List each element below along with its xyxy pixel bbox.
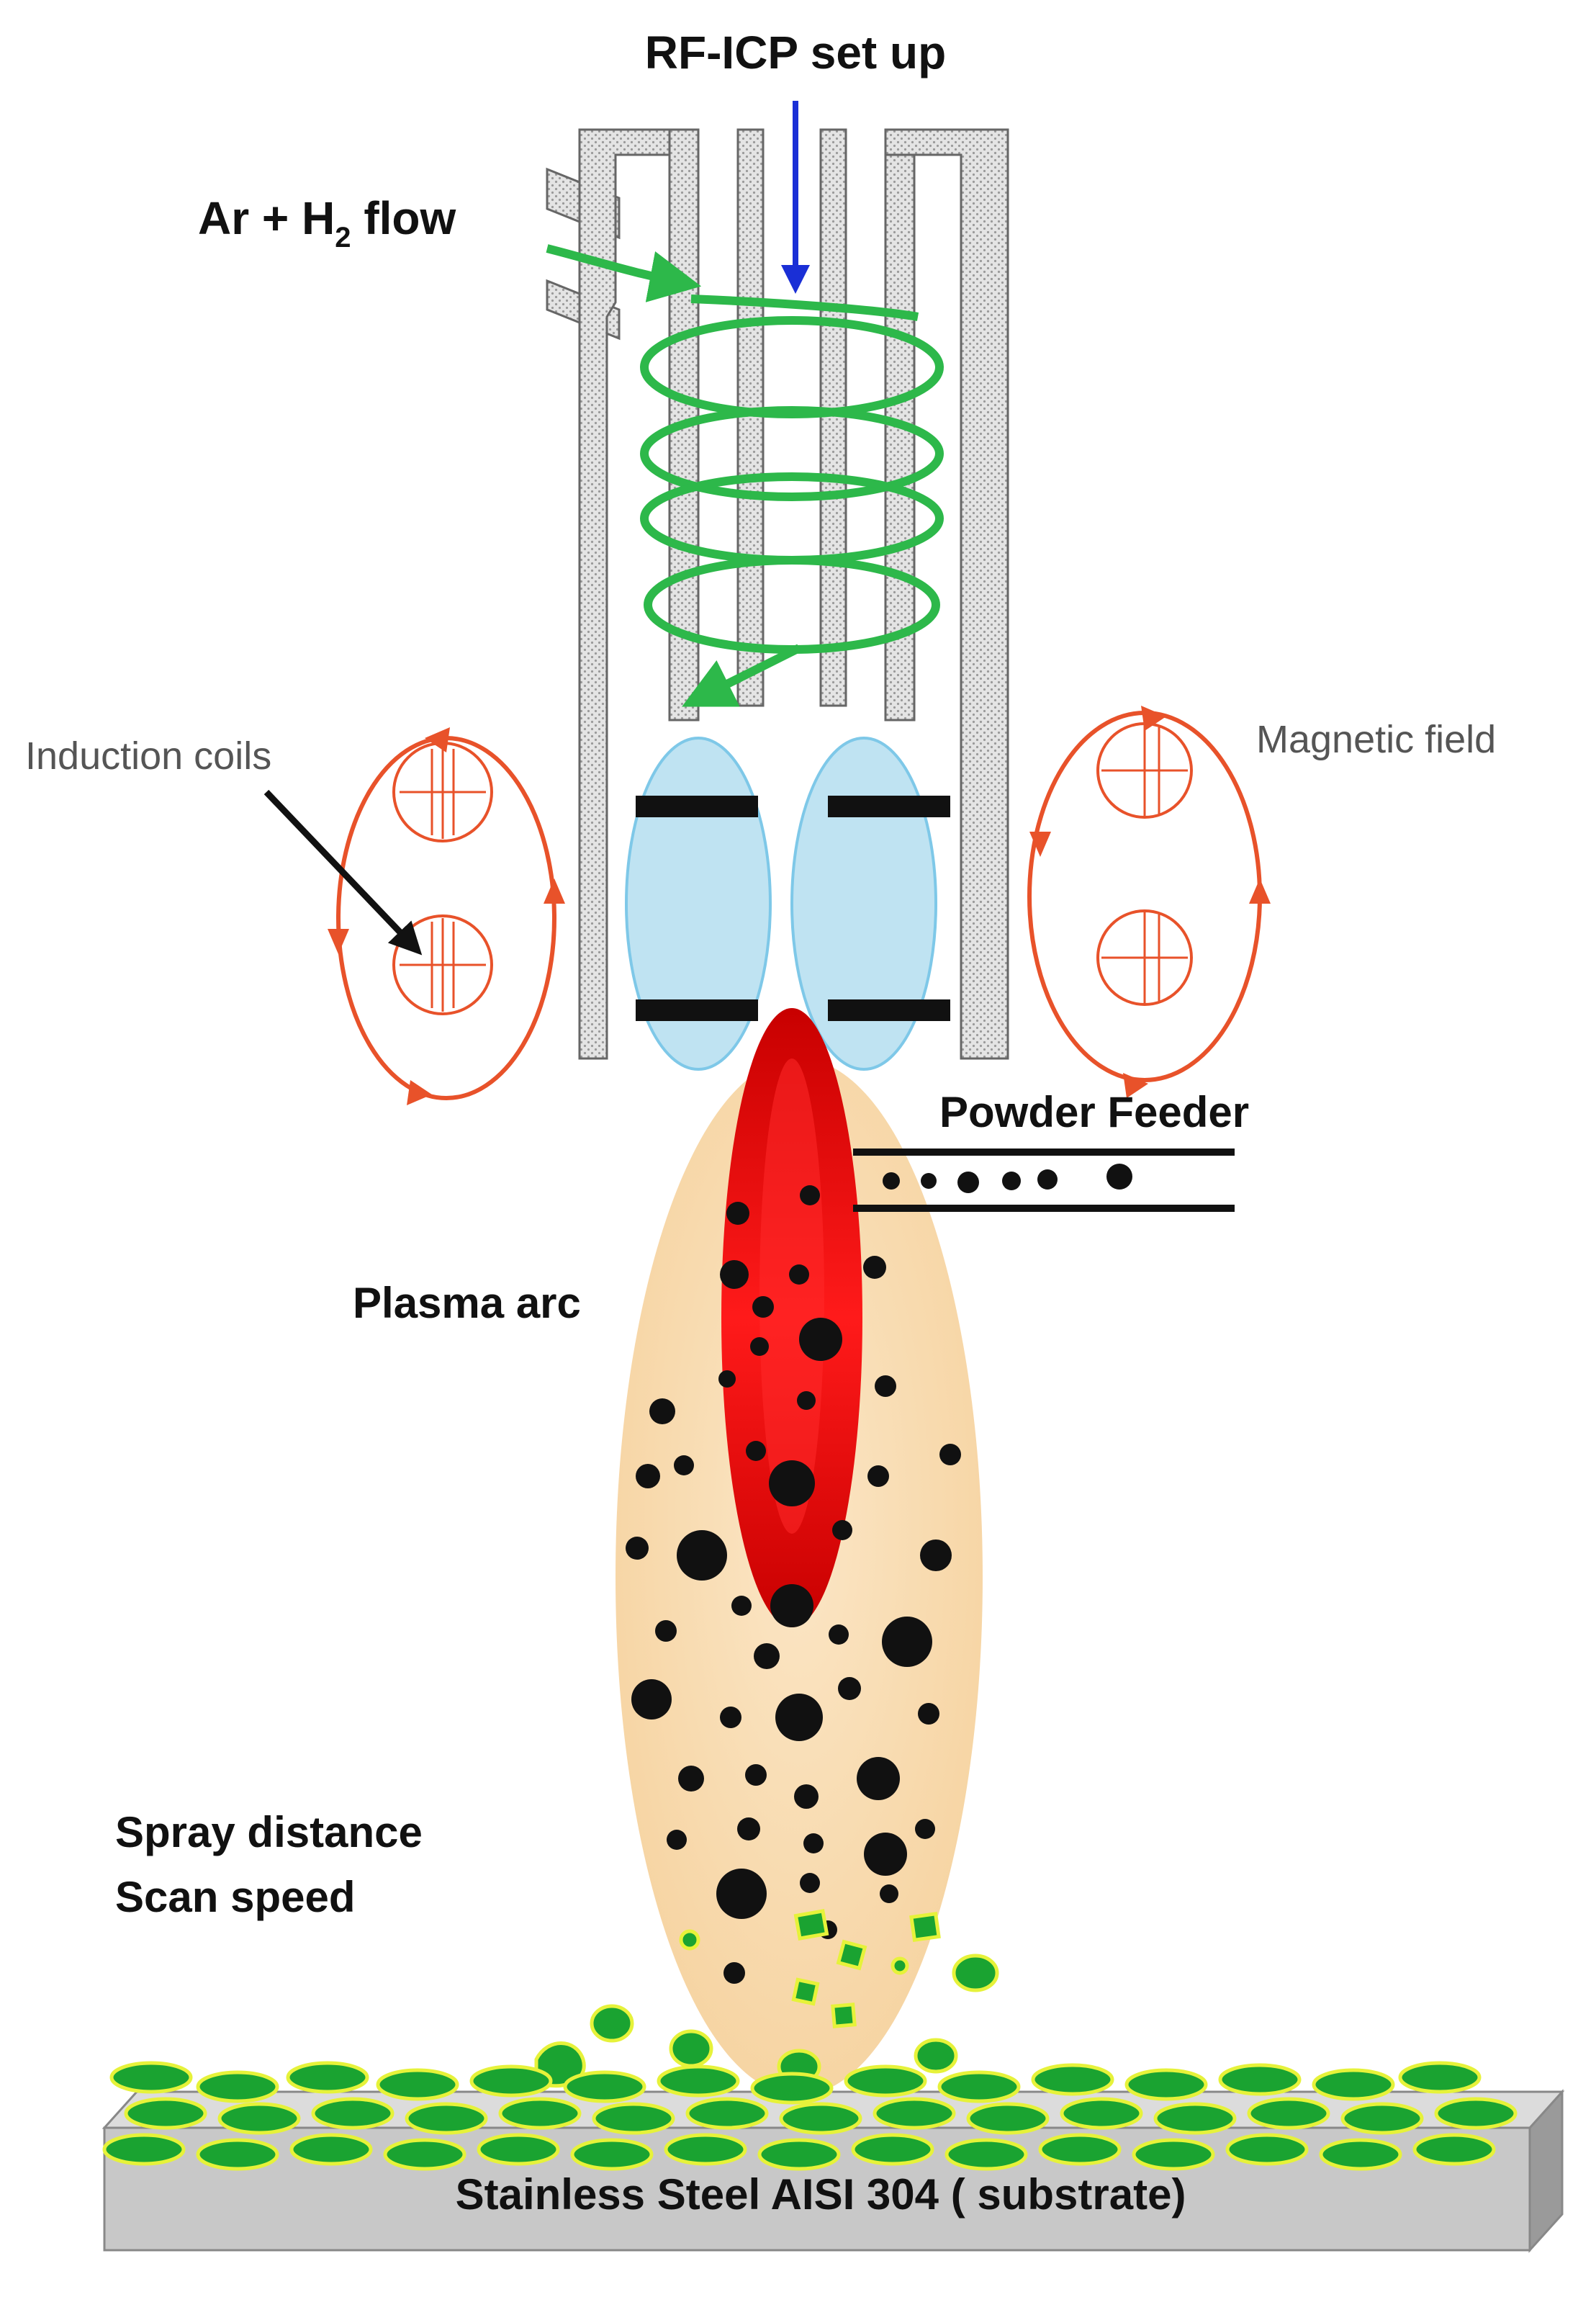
inner-tube-3 — [819, 128, 847, 707]
rf-icp-label: RF-ICP set up — [645, 27, 946, 78]
magnetic-field-label: Magnetic field — [1256, 718, 1496, 761]
coating-splats — [102, 2061, 1518, 2171]
powder-feeder — [853, 1148, 1235, 1212]
powder-feeder-label: Powder Feeder — [939, 1088, 1249, 1136]
electrode-bars — [636, 796, 950, 1021]
left-induction-coil — [328, 727, 565, 1105]
plasma-confinement-lobes — [625, 737, 937, 1071]
scan-speed-label: Scan speed — [115, 1873, 356, 1921]
gas-swirl-coil — [546, 244, 944, 707]
induction-coils-label: Induction coils — [25, 734, 271, 778]
powder-particles — [626, 1185, 961, 1984]
inner-tube-2 — [736, 128, 765, 707]
torch-walls — [546, 128, 1009, 1060]
inner-tube-4 — [884, 153, 916, 722]
induction-coils-pointer — [263, 789, 423, 956]
spray-distance-label: Spray distance — [115, 1808, 423, 1856]
right-induction-coil — [1027, 706, 1271, 1098]
plasma-arc-label: Plasma arc — [353, 1279, 581, 1327]
substrate-label: Stainless Steel AISI 304 ( substrate) — [456, 2170, 1186, 2219]
gas-flow-label: Ar + H2 flow — [198, 192, 456, 253]
